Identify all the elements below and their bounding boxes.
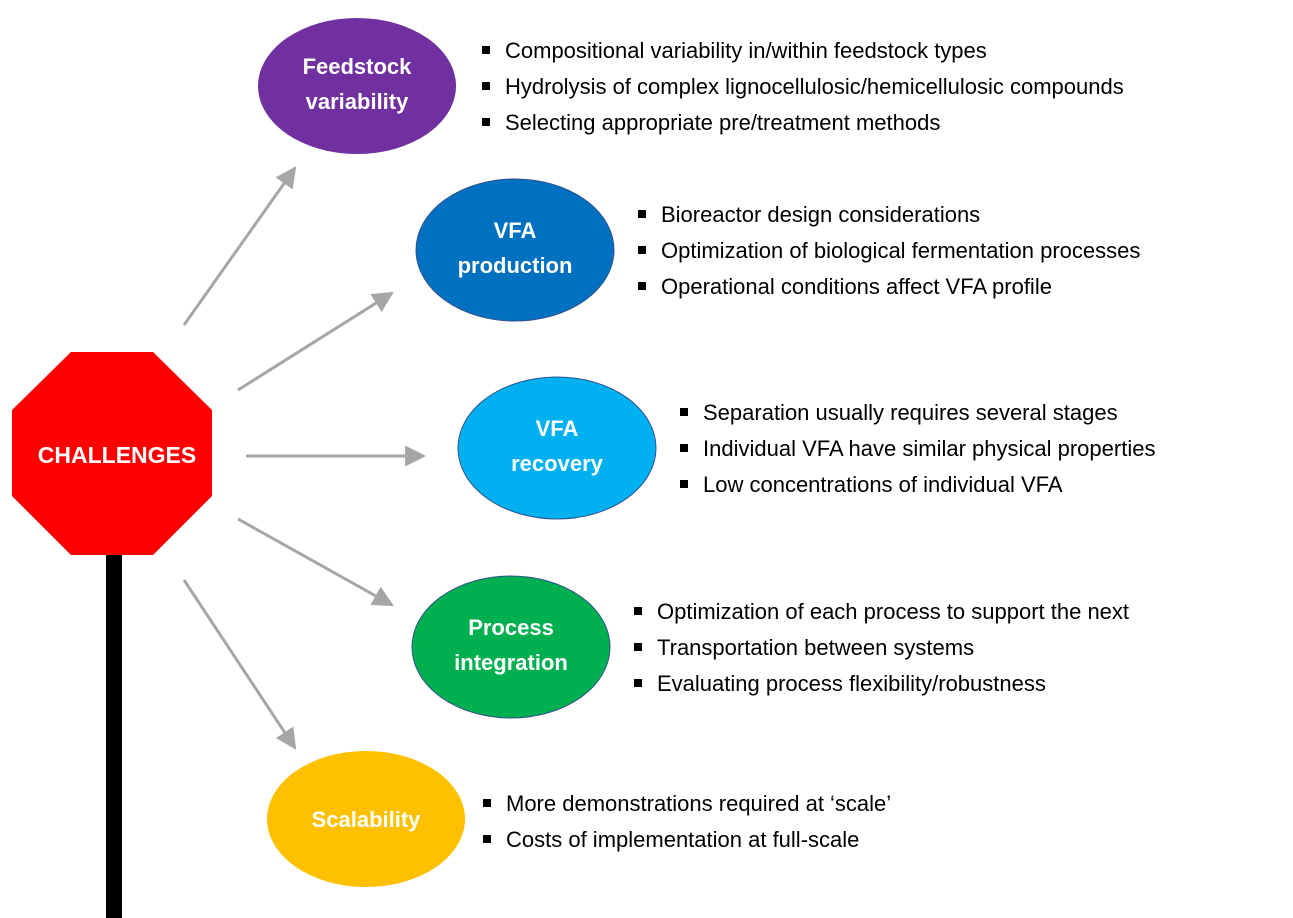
bullet-marker — [634, 643, 642, 651]
bullet-marker — [680, 408, 688, 416]
bullet-text: Bioreactor design considerations — [661, 202, 980, 227]
challenge-ellipse — [411, 575, 611, 719]
challenge-ellipse — [415, 178, 615, 322]
bullet-marker — [483, 835, 491, 843]
challenge-label: VFA — [494, 218, 537, 243]
challenge-scalability: Scalability More demonstrations required… — [267, 751, 891, 887]
challenge-label: recovery — [511, 451, 604, 476]
challenge-ellipse — [258, 18, 456, 154]
bullet-text: Optimization of biological fermentation … — [661, 238, 1140, 263]
stop-sign — [12, 352, 212, 555]
challenge-label: production — [458, 253, 573, 278]
bullet-text: Costs of implementation at full-scale — [506, 827, 859, 852]
challenge-feedstock-variability: Feedstock variability Compositional vari… — [258, 18, 1124, 154]
arrow-vfa-production — [237, 291, 394, 392]
bullet-marker — [680, 444, 688, 452]
challenge-process-integration: Process integration Optimization of each… — [411, 575, 1129, 719]
bullet-list: Compositional variability in/within feed… — [482, 38, 1124, 135]
bullet-text: Evaluating process flexibility/robustnes… — [657, 671, 1046, 696]
arrow-process-integration — [237, 517, 394, 607]
challenge-ellipse — [457, 376, 657, 520]
challenge-label: VFA — [536, 416, 579, 441]
bullet-marker — [638, 282, 646, 290]
challenge-label: integration — [454, 650, 568, 675]
bullet-marker — [634, 679, 642, 687]
challenge-vfa-recovery: VFA recovery Separation usually requires… — [457, 376, 1155, 520]
challenge-label: Process — [468, 615, 554, 640]
bullet-marker — [680, 480, 688, 488]
bullet-marker — [482, 118, 490, 126]
bullet-text: Optimization of each process to support … — [657, 599, 1129, 624]
bullet-list: Optimization of each process to support … — [634, 599, 1129, 696]
bullet-marker — [638, 246, 646, 254]
bullet-text: Low concentrations of individual VFA — [703, 472, 1063, 497]
challenge-label: Feedstock — [303, 54, 413, 79]
bullet-marker — [638, 210, 646, 218]
bullet-text: Separation usually requires several stag… — [703, 400, 1118, 425]
bullet-text: Individual VFA have similar physical pro… — [703, 436, 1155, 461]
bullet-list: Separation usually requires several stag… — [680, 400, 1155, 497]
bullet-list: Bioreactor design considerations Optimiz… — [638, 202, 1140, 299]
arrows — [182, 166, 427, 750]
bullet-text: Compositional variability in/within feed… — [505, 38, 987, 63]
bullet-marker — [483, 799, 491, 807]
bullet-marker — [482, 82, 490, 90]
arrow-feedstock — [182, 166, 297, 326]
challenge-ellipse — [267, 751, 465, 887]
bullet-text: More demonstrations required at ‘scale’ — [506, 791, 891, 816]
bullet-list: More demonstrations required at ‘scale’ … — [483, 791, 891, 852]
bullet-text: Hydrolysis of complex lignocellulosic/he… — [505, 74, 1124, 99]
challenge-label: variability — [306, 89, 409, 114]
bullet-text: Selecting appropriate pre/treatment meth… — [505, 110, 940, 135]
bullet-text: Operational conditions affect VFA profil… — [661, 274, 1052, 299]
bullet-marker — [634, 607, 642, 615]
bullet-marker — [482, 46, 490, 54]
challenge-vfa-production: VFA production Bioreactor design conside… — [415, 178, 1140, 322]
sign-pole — [106, 555, 122, 918]
bullet-text: Transportation between systems — [657, 635, 974, 660]
challenge-label: Scalability — [312, 807, 422, 832]
arrow-scalability — [182, 579, 297, 750]
center-label: CHALLENGES — [38, 442, 196, 468]
